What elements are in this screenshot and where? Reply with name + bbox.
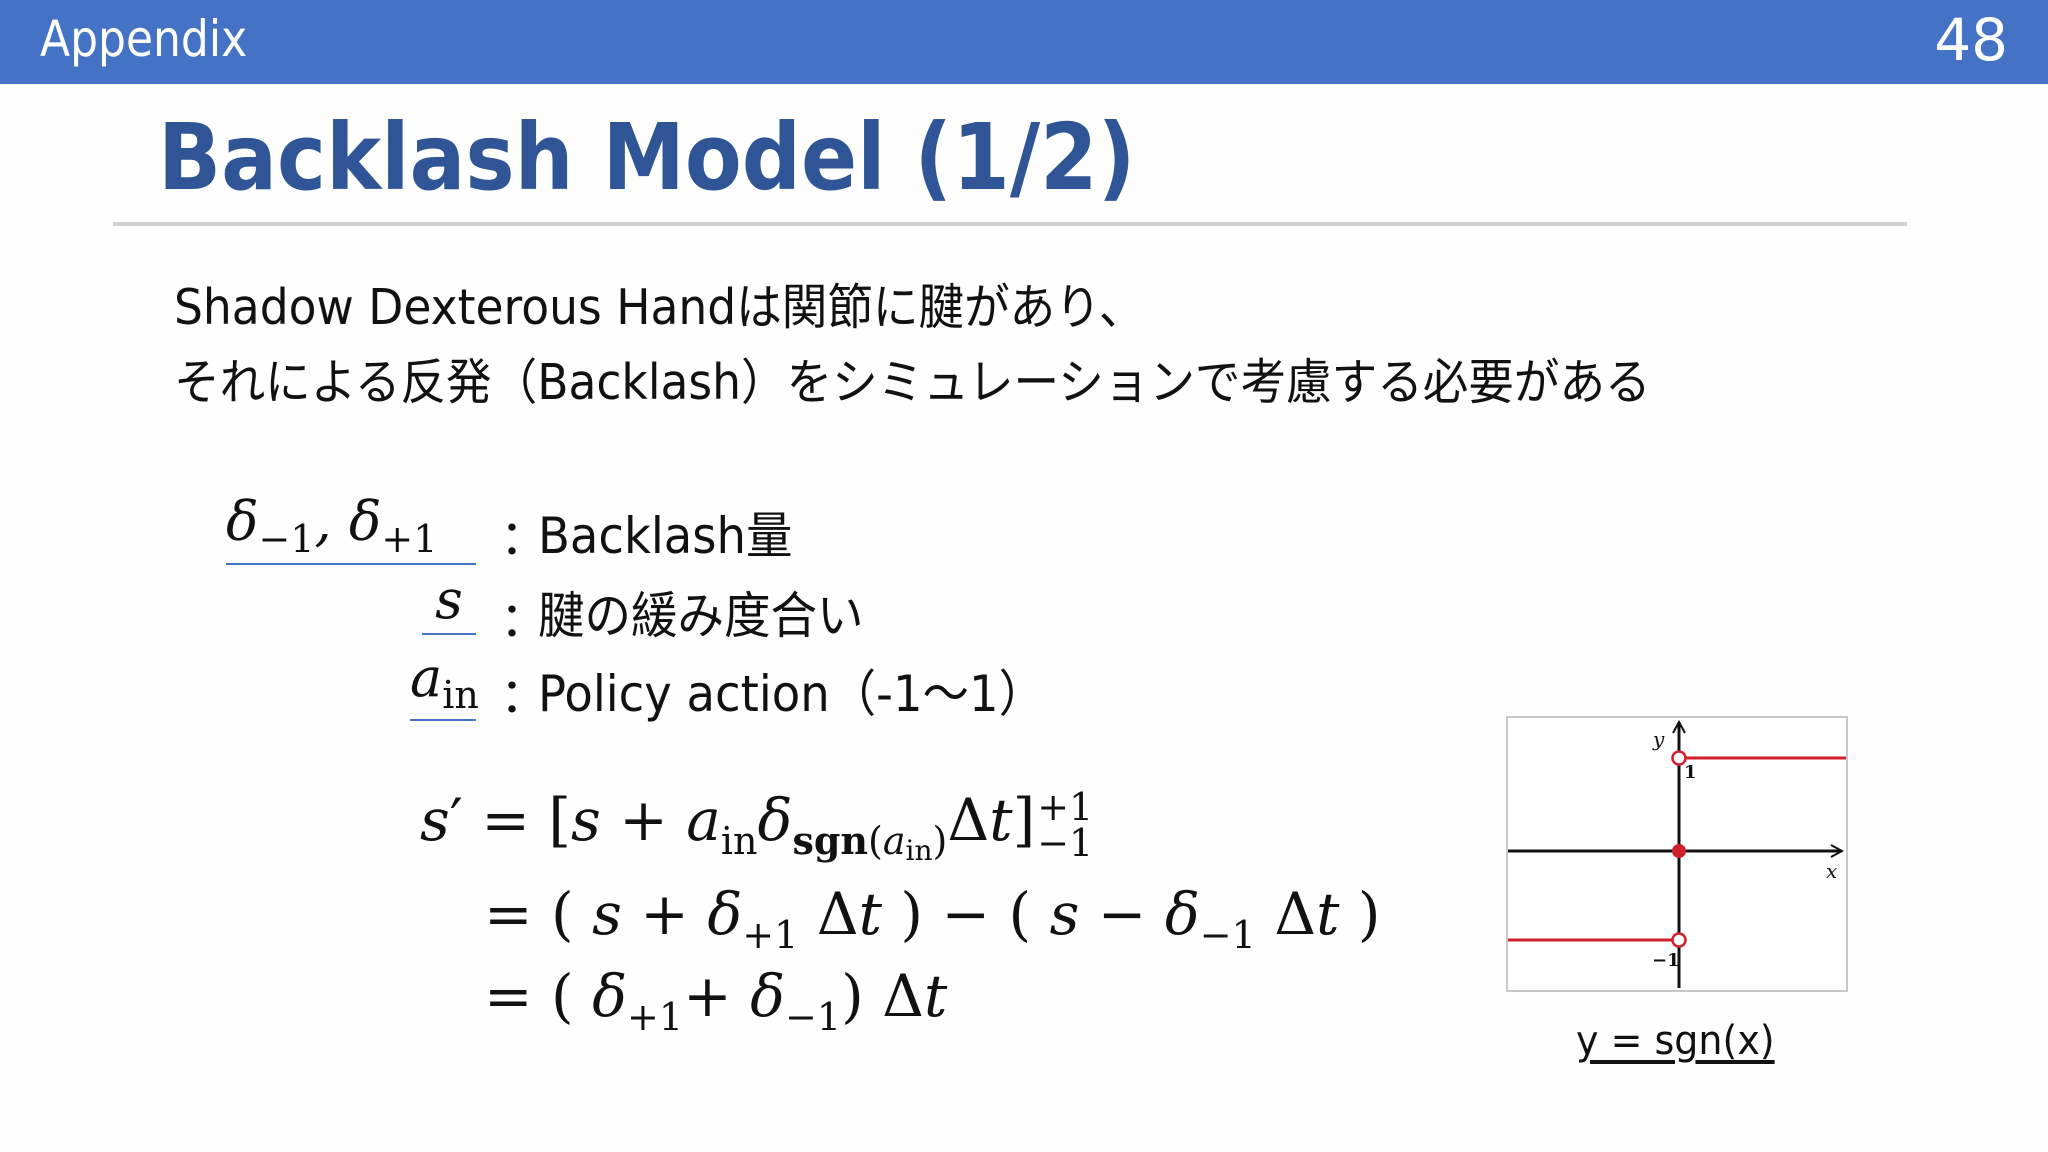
symbol-a-in: ain bbox=[410, 646, 479, 721]
symbol-s: s bbox=[422, 568, 476, 635]
definition-text: 腱の緩み度合い bbox=[538, 587, 864, 645]
equation-line-2: = ( s + δ+1 Δt ) − ( s − δ−1 Δt ) bbox=[484, 880, 1381, 957]
x-axis-label: x bbox=[1826, 859, 1837, 883]
definition-slack: s ： 腱の緩み度合い bbox=[0, 568, 1200, 648]
open-point-pos bbox=[1671, 750, 1687, 766]
origin-point bbox=[1672, 844, 1686, 858]
tick-label-1: 1 bbox=[1684, 762, 1697, 783]
sgn-plot: y x 1 −1 bbox=[1508, 718, 1846, 988]
body-text-line-2: それによる反発（Backlash）をシミュレーションで考慮する必要がある bbox=[174, 354, 1651, 411]
definition-text: Backlash量 bbox=[538, 507, 793, 565]
colon: ： bbox=[500, 510, 549, 566]
equation-line-3: = ( δ+1+ δ−1) Δt bbox=[484, 962, 948, 1039]
section-label: Appendix bbox=[40, 10, 248, 68]
page-number: 48 bbox=[1934, 6, 2008, 74]
definition-backlash: δ−1, δ+1 ： Backlash量 bbox=[0, 490, 1200, 566]
title-divider bbox=[113, 222, 1907, 226]
sgn-graph: y x 1 −1 bbox=[1506, 716, 1848, 992]
definition-text: Policy action（-1～1） bbox=[538, 665, 1046, 723]
y-axis-label: y bbox=[1652, 727, 1665, 751]
header-bar: Appendix 48 bbox=[0, 0, 2048, 84]
slide-title: Backlash Model (1/2) bbox=[158, 104, 1136, 211]
colon: ： bbox=[500, 668, 549, 724]
equation-line-1: s′ = [s + ainδsgn(ain)Δt]+1−1 bbox=[420, 784, 1094, 867]
open-point-neg bbox=[1671, 932, 1687, 948]
body-text-line-1: Shadow Dexterous Handは関節に腱があり、 bbox=[174, 279, 1145, 336]
graph-caption: y = sgn(x) bbox=[1576, 1018, 1775, 1064]
tick-label-neg1: −1 bbox=[1652, 950, 1680, 971]
symbol-delta: δ−1, δ+1 bbox=[226, 490, 476, 565]
definition-action: ain ： Policy action（-1～1） bbox=[0, 646, 1200, 724]
colon: ： bbox=[500, 592, 549, 648]
